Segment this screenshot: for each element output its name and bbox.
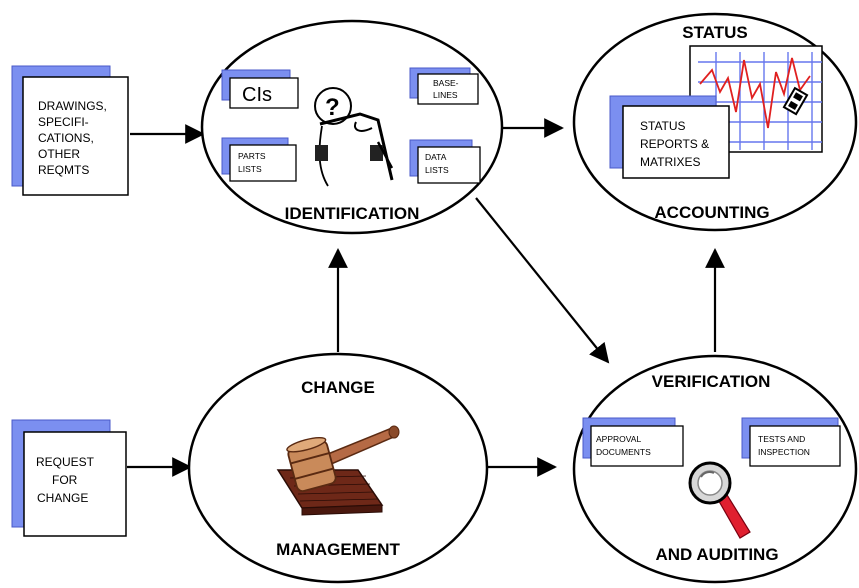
requirements-line-2: SPECIFI-	[38, 115, 89, 129]
requirements-line-1: DRAWINGS,	[38, 99, 107, 113]
parts-lists-line-1: PARTS	[238, 151, 266, 161]
tests-line-2: INSPECTION	[758, 447, 810, 457]
approval-line-1: APPROVAL	[596, 434, 641, 444]
tests-line-1: TESTS AND	[758, 434, 805, 444]
status-reports-document: STATUS REPORTS & MATRIXES	[609, 95, 730, 179]
baselines-line-2: LINES	[433, 90, 458, 100]
data-lists-document: DATA LISTS	[409, 139, 481, 184]
change-request-line-3: CHANGE	[37, 491, 88, 505]
magnifying-glass-icon	[688, 461, 751, 539]
status-reports-line-3: MATRIXES	[640, 155, 700, 169]
status-title: STATUS	[682, 23, 747, 42]
status-reports-line-1: STATUS	[640, 119, 686, 133]
requirements-line-3: CATIONS,	[38, 131, 94, 145]
question-mark-icon: ?	[325, 94, 340, 121]
change-title: CHANGE	[301, 378, 375, 397]
change-request-document: REQUEST FOR CHANGE	[11, 419, 127, 537]
requirements-document: DRAWINGS, SPECIFI- CATIONS, OTHER REQMTS	[11, 65, 129, 196]
requirements-line-4: OTHER	[38, 147, 80, 161]
parts-lists-document: PARTS LISTS	[221, 137, 297, 182]
tests-inspection-document: TESTS AND INSPECTION	[741, 417, 841, 467]
approval-line-2: DOCUMENTS	[596, 447, 651, 457]
auditing-title: AND AUDITING	[655, 545, 778, 564]
arrow-identification-to-verification	[475, 197, 610, 364]
parts-lists-line-2: LISTS	[238, 164, 262, 174]
status-reports-line-2: REPORTS &	[640, 137, 709, 151]
flow-arrows	[127, 118, 725, 477]
management-title: MANAGEMENT	[276, 540, 400, 559]
change-request-line-2: FOR	[52, 473, 78, 487]
verification-auditing-node: VERIFICATION APPROVAL DOCUMENTS TESTS AN…	[572, 354, 858, 584]
cis-label: CIs	[242, 84, 272, 106]
identification-node: CIs BASE- LINES PARTS LISTS DATA LISTS ?	[200, 19, 504, 235]
data-lists-line-1: DATA	[425, 152, 447, 162]
data-lists-line-2: LISTS	[425, 165, 449, 175]
change-request-line-1: REQUEST	[36, 455, 95, 469]
identification-title: IDENTIFICATION	[285, 204, 420, 223]
requirements-line-5: REQMTS	[38, 163, 89, 177]
baselines-line-1: BASE-	[433, 78, 459, 88]
question-figure-icon: ?	[314, 87, 394, 187]
gavel-icon	[276, 425, 400, 516]
approval-documents-document: APPROVAL DOCUMENTS	[582, 417, 684, 467]
change-management-node: CHANGE MANAGEMENT	[187, 352, 489, 584]
verification-title: VERIFICATION	[652, 372, 771, 391]
status-accounting-node: STATUS	[572, 12, 858, 232]
accounting-title: ACCOUNTING	[654, 203, 769, 222]
baselines-document: BASE- LINES	[409, 67, 479, 105]
cis-document: CIs	[221, 69, 299, 109]
